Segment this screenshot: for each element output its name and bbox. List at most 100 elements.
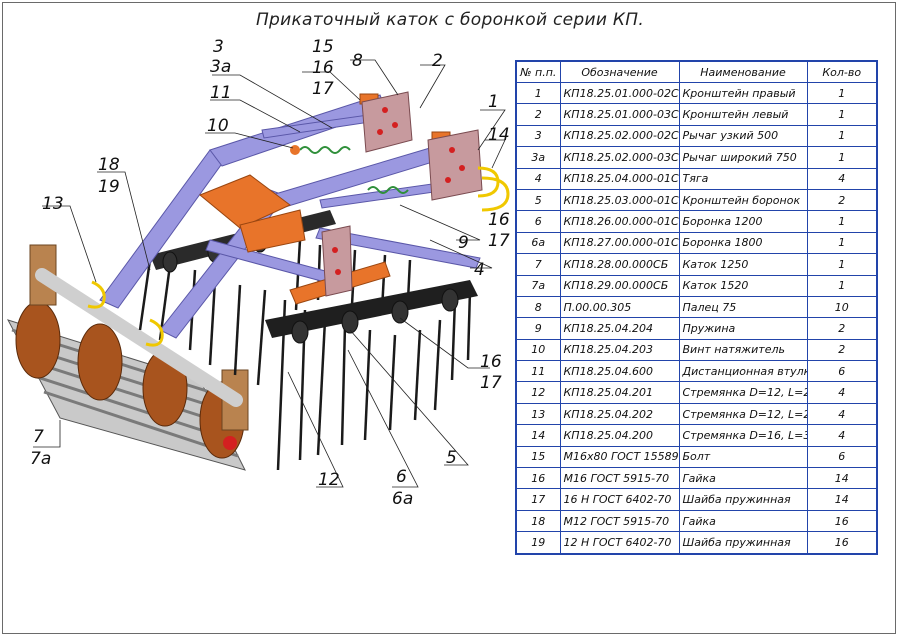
row-designation: КП18.25.04.202 — [559, 402, 680, 426]
callout-labels: 3 3а 15 16 17 8 2 11 10 1 14 16 17 18 19… — [30, 37, 510, 509]
row-quantity: 4 — [806, 424, 878, 447]
u-bolts — [87, 166, 510, 347]
row-number: 5 — [515, 188, 561, 212]
row-quantity: 1 — [806, 274, 878, 297]
row-designation: КП18.27.00.000-01СБ — [559, 231, 680, 255]
row-quantity: 16 — [806, 531, 878, 555]
callout-10: 10 — [207, 116, 229, 136]
row-name: Стремянка D=16, L=390 — [678, 424, 808, 447]
row-designation: 12 Н ГОСТ 6402-70 — [559, 531, 680, 555]
row-quantity: 1 — [806, 253, 878, 276]
row-name: Дистанционная втулка — [678, 360, 808, 383]
row-designation: КП18.25.04.000-01СБ — [559, 167, 680, 190]
row-name: Болт — [678, 445, 808, 469]
row-name: Кронштейн левый — [678, 103, 808, 126]
callout-18: 18 — [98, 155, 120, 175]
row-number: 15 — [515, 445, 561, 469]
row-designation: П.00.00.305 — [559, 295, 680, 319]
callout-17-right: 17 — [488, 231, 510, 251]
row-quantity: 10 — [806, 295, 878, 319]
row-name: Рычаг широкий 750 — [678, 146, 808, 169]
row-quantity: 14 — [806, 467, 878, 490]
row-name: Каток 1520 — [678, 274, 808, 297]
row-designation: КП18.25.04.200 — [559, 424, 680, 447]
row-quantity: 2 — [806, 188, 878, 212]
row-designation: М16х80 ГОСТ 15589-70 — [559, 445, 680, 469]
row-name: Боронка 1800 — [678, 231, 808, 255]
row-designation: М12 ГОСТ 5915-70 — [559, 509, 680, 533]
callout-17-low: 17 — [480, 373, 502, 393]
row-quantity: 14 — [806, 488, 878, 511]
row-quantity: 4 — [806, 381, 878, 404]
row-number: 17 — [515, 488, 561, 511]
roller-assembly — [6, 244, 249, 471]
callout-16-top: 16 — [312, 58, 334, 78]
row-designation: КП18.29.00.000СБ — [559, 274, 680, 297]
row-designation: КП18.25.04.600 — [559, 360, 680, 383]
row-number: 13 — [515, 402, 561, 426]
row-designation: КП18.25.04.201 — [559, 381, 680, 404]
callout-6a: 6а — [392, 489, 413, 509]
row-name: Рычаг узкий 500 — [678, 124, 808, 148]
row-name: Гайка — [678, 509, 808, 533]
row-name: Палец 75 — [678, 295, 808, 319]
header-quantity: Кол-во — [806, 60, 878, 83]
row-designation: М16 ГОСТ 5915-70 — [559, 467, 680, 490]
tension-springs — [299, 146, 409, 194]
row-quantity: 1 — [806, 124, 878, 148]
roller-axle-bolt-icon — [223, 436, 237, 450]
row-quantity: 16 — [806, 509, 878, 533]
row-number: 9 — [515, 317, 561, 340]
callout-3: 3 — [213, 37, 224, 57]
row-number: 11 — [515, 360, 561, 383]
row-quantity: 1 — [806, 210, 878, 233]
callout-17-top: 17 — [312, 79, 334, 99]
row-number: 19 — [515, 531, 561, 555]
parts-table: № п.п. Обозначение Наименование Кол-во 1… — [515, 60, 878, 555]
callout-1: 1 — [488, 92, 499, 112]
row-designation: КП18.25.04.203 — [559, 338, 680, 362]
row-designation: КП18.25.02.000-03СБ — [559, 146, 680, 169]
row-designation: КП18.25.01.000-02СБ — [559, 81, 680, 105]
row-quantity: 4 — [806, 402, 878, 426]
row-name: Шайба пружинная — [678, 488, 808, 511]
harrow-tines — [138, 239, 472, 471]
lever-frame — [99, 94, 481, 339]
callout-11: 11 — [210, 83, 232, 103]
row-quantity: 1 — [806, 81, 878, 105]
row-number: 4 — [515, 167, 561, 190]
callout-16-right: 16 — [488, 210, 510, 230]
callout-15: 15 — [312, 37, 334, 57]
row-name: Боронка 1200 — [678, 210, 808, 233]
row-quantity: 1 — [806, 146, 878, 169]
callout-9: 9 — [458, 233, 469, 253]
row-number: 10 — [515, 338, 561, 362]
row-designation: КП18.28.00.000СБ — [559, 253, 680, 276]
row-number: 1 — [515, 81, 561, 105]
drawing-title: Прикаточный каток с боронкой серии КП. — [255, 10, 645, 30]
header-designation: Обозначение — [559, 60, 680, 83]
callout-16-low: 16 — [480, 352, 502, 372]
row-quantity: 1 — [806, 103, 878, 126]
harrow-beam-front — [265, 280, 478, 338]
row-number: 7 — [515, 253, 561, 276]
callout-8: 8 — [352, 51, 363, 71]
